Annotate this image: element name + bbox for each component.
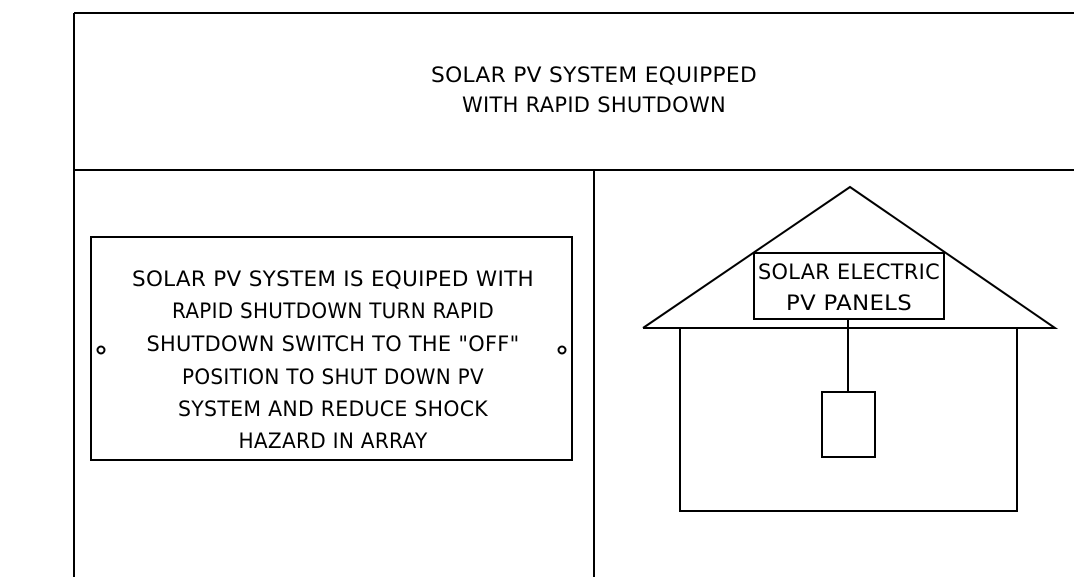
left-mounting-hole <box>96 345 106 355</box>
house-diagram: SOLAR ELECTRIC PV PANELS <box>642 185 1059 512</box>
placard-text-line-4: POSITION TO SHUT DOWN PV <box>182 365 484 389</box>
placard-text-line-5: SYSTEM AND REDUCE SHOCK <box>178 397 489 421</box>
right-mounting-hole <box>557 345 567 355</box>
rapid-shutdown-switch-box <box>821 391 876 458</box>
placard-text-line-6: HAZARD IN ARRAY <box>239 429 428 453</box>
placard-text-line-1: SOLAR PV SYSTEM IS EQUIPED WITH <box>132 267 534 291</box>
placard-border <box>90 236 573 461</box>
header-title-line-2: WITH RAPID SHUTDOWN <box>462 93 726 117</box>
header-title-line-1: SOLAR PV SYSTEM EQUIPPED <box>431 63 757 87</box>
placard-text-line-3: SHUTDOWN SWITCH TO THE "OFF" <box>147 332 520 356</box>
pv-panel-label-line-1: SOLAR ELECTRIC <box>758 260 940 284</box>
placard-text-line-2: RAPID SHUTDOWN TURN RAPID <box>172 299 494 323</box>
warning-placard: SOLAR PV SYSTEM IS EQUIPED WITH RAPID SH… <box>90 236 573 461</box>
pv-panel-label-line-2: PV PANELS <box>786 291 912 315</box>
